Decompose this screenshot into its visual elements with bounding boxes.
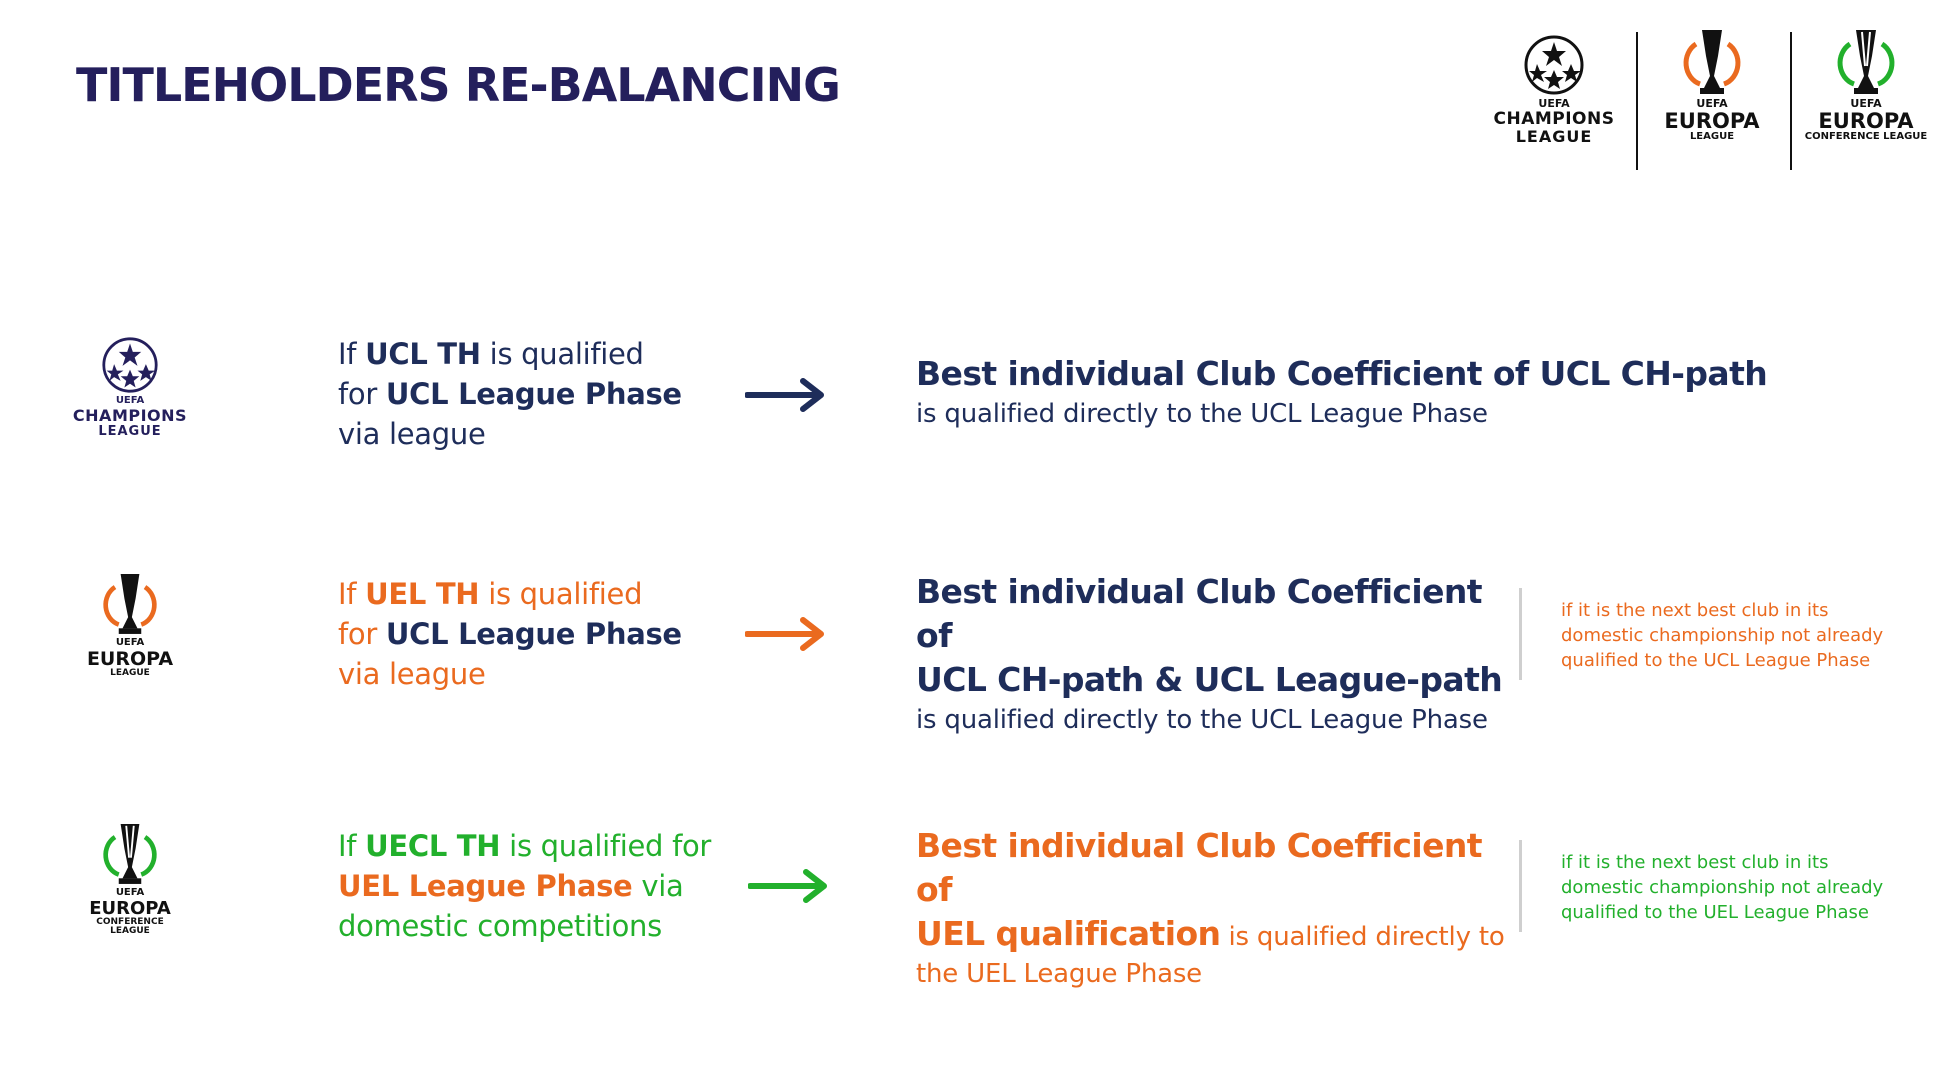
result-title: UCL CH-path & UCL League-path [916,660,1503,699]
champions-league-logo: UEFA CHAMPIONS LEAGUE [56,336,204,438]
europa-league-logo: UEFA EUROPA LEAGUE [1648,26,1776,176]
side-note: if it is the next best club in its domes… [1561,598,1901,673]
side-note: if it is the next best club in its domes… [1561,850,1901,925]
result-title: Best individual Club Coefficient of [916,826,1483,909]
cond-text: If [338,829,366,863]
result-subtitle: is qualified directly to [1220,922,1505,952]
result-title: Best individual Club Coefficient of UCL … [916,354,1768,393]
logo-name: EUROPA [86,648,174,670]
note-line: domestic championship not already [1561,877,1884,898]
cond-text: for [338,617,386,651]
logo-sub: CONFERENCE LEAGUE [1804,131,1928,142]
cond-text: via [632,869,684,903]
arrow-right-icon [745,378,824,412]
competition-logos: UEFA CHAMPIONS LEAGUE UEFA EUROPA LEAGUE… [1490,26,1930,176]
note-line: qualified to the UCL League Phase [1561,650,1871,671]
uefa-label: UEFA [1696,97,1728,110]
result-subtitle: the UEL League Phase [916,959,1202,989]
cond-text: If [338,577,366,611]
arrow-right-icon [745,617,824,651]
result-subtitle: is qualified directly to the UCL League … [916,705,1488,735]
page-title: TITLEHOLDERS RE-BALANCING [76,58,841,112]
result-block: Best individual Club Coefficient of UCL … [916,570,1516,738]
conference-league-trophy-icon [1837,30,1895,94]
logo-sub: LEAGUE [1515,127,1593,146]
cond-text: via league [338,657,486,691]
note-line: if it is the next best club in its [1561,852,1829,873]
arrow-right-icon [748,869,827,903]
logo-divider [1636,32,1638,170]
champions-league-starball-icon [1524,35,1584,95]
champions-league-starball-icon [102,337,158,393]
cond-text: If [338,337,366,371]
cond-emphasis: UECL TH [365,829,501,863]
cond-emphasis: UEL League Phase [338,869,633,903]
uefa-label: UEFA [115,887,145,898]
result-title: UEL qualification [916,914,1221,953]
uefa-label: UEFA [1538,97,1570,110]
uefa-label: UEFA [115,637,145,648]
cond-text: is qualified [479,577,643,611]
logo-sub: LEAGUE [1689,131,1735,142]
logo-name: EUROPA [1818,109,1914,133]
cond-emphasis: UCL League Phase [385,377,682,411]
conference-league-logo: UEFA EUROPA CONFERENCE LEAGUE [56,820,204,937]
result-block: Best individual Club Coefficient of UEL … [916,824,1516,992]
conference-league-trophy-icon [103,823,157,884]
cond-emphasis: UCL League Phase [385,617,682,651]
europa-league-trophy-icon [1683,30,1741,94]
note-line: qualified to the UEL League Phase [1561,902,1869,923]
cond-text: via league [338,417,486,451]
result-subtitle: is qualified directly to the UCL League … [916,399,1488,429]
uefa-label: UEFA [115,395,145,406]
condition-text: If UECL TH is qualified for UEL League P… [338,826,758,946]
result-block: Best individual Club Coefficient of UCL … [916,352,1796,432]
logo-sub: CONFERENCE [96,917,164,927]
europa-league-trophy-icon [103,573,157,634]
divider [1519,840,1522,932]
uefa-label: UEFA [1850,97,1882,110]
note-line: if it is the next best club in its [1561,600,1829,621]
logo-name: EUROPA [89,898,171,919]
cond-text: is qualified for [500,829,712,863]
europa-league-logo: UEFA EUROPA LEAGUE [56,570,204,678]
condition-text: If UEL TH is qualified for UCL League Ph… [338,574,748,694]
logo-sub: LEAGUE [110,668,150,678]
condition-text: If UCL TH is qualified for UCL League Ph… [338,334,748,454]
conference-league-logo: UEFA EUROPA CONFERENCE LEAGUE [1802,26,1930,176]
divider [1519,588,1522,680]
logo-name: EUROPA [1664,109,1760,133]
cond-emphasis: UCL TH [365,337,481,371]
cond-text: domestic competitions [338,909,662,943]
logo-divider [1790,32,1792,170]
result-title: Best individual Club Coefficient of [916,572,1483,655]
cond-text: for [338,377,386,411]
logo-name: CHAMPIONS [1493,109,1615,129]
champions-league-logo: UEFA CHAMPIONS LEAGUE [1490,26,1618,176]
logo-sub: LEAGUE [98,424,162,439]
note-line: domestic championship not already [1561,625,1884,646]
logo-name: CHAMPIONS [72,406,188,425]
cond-emphasis: UEL TH [365,577,480,611]
cond-text: is qualified [480,337,644,371]
logo-sub: LEAGUE [110,926,150,937]
